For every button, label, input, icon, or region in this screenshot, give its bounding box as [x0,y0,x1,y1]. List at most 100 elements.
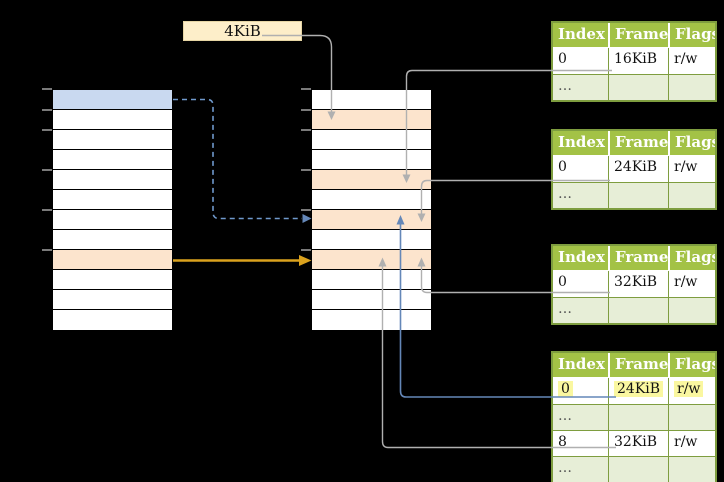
axis-tick [42,169,52,171]
axis-tick [301,169,311,171]
right-memory-column [311,89,432,331]
highlighted-value: 24KiB [614,381,664,397]
table-header-row: Index Frame Flags [553,353,715,378]
table-cell [668,183,715,208]
memory-cell [312,250,431,270]
memory-cell [53,310,172,330]
table-cell [668,405,715,430]
table-cell: … [558,460,573,476]
memory-cell [312,90,431,110]
axis-tick [301,249,311,251]
table-cell [608,75,668,100]
table-row: … [553,297,715,323]
highlighted-value: 0 [558,381,573,397]
memory-cell [53,90,172,110]
table-cell: 0 [558,51,567,67]
table-row: … [553,182,715,208]
memory-cell [53,230,172,250]
memory-cell [53,290,172,310]
table-header-cell: Frame [608,246,668,270]
page-table-4: Index Frame Flags 0 24KiB r/w … 8 32KiB … [551,351,717,482]
memory-cell [312,310,431,330]
table-header-cell: Frame [608,353,668,377]
table-header-cell: Index [558,133,605,151]
arrowhead-right [299,255,312,266]
memory-cell [312,110,431,130]
axis-tick [42,249,52,251]
table-header-cell: Flags [668,246,715,270]
memory-cell [312,290,431,310]
table-header-cell: Frame [608,131,668,155]
memory-cell [312,150,431,170]
table-cell: r/w [668,271,715,297]
page-size-label: 4KiB [183,21,302,41]
table-cell: r/w [668,378,715,404]
dashed-arrow-virtual-to-physical [173,98,302,220]
table-cell: … [558,301,573,317]
axis-tick [42,88,52,90]
table-cell: 8 [558,434,567,450]
table-cell [668,75,715,100]
table-cell: 24KiB [608,156,668,182]
axis-tick [301,129,311,131]
table-header-cell: Index [558,248,605,266]
table-row: … [553,74,715,100]
page-table-3: Index Frame Flags 0 32KiB r/w … [551,244,717,325]
table-cell [608,298,668,323]
table-cell [668,298,715,323]
table-cell [608,457,668,482]
axis-tick [42,129,52,131]
table-row: … [553,456,715,482]
memory-cell [53,130,172,150]
table-cell: 16KiB [608,48,668,74]
table-cell: r/w [668,156,715,182]
table-cell: 0 [558,274,567,290]
table-cell [608,405,668,430]
page-table-1: Index Frame Flags 0 16KiB r/w … [551,21,717,102]
table-header-cell: Flags [668,353,715,377]
memory-cell [53,270,172,290]
table-cell: r/w [668,431,715,456]
memory-cell [312,270,431,290]
table-cell [668,457,715,482]
table-cell: … [558,186,573,202]
table-cell: 32KiB [608,271,668,297]
memory-cell [312,130,431,150]
table-header-cell: Index [558,355,605,373]
axis-tick [301,109,311,111]
memory-cell [53,110,172,130]
memory-cell [53,170,172,190]
table-cell: 0 [558,159,567,175]
page-table-2: Index Frame Flags 0 24KiB r/w … [551,129,717,210]
axis-tick [301,209,311,211]
axis-tick [42,209,52,211]
table-row-highlighted: 0 24KiB r/w [553,378,715,404]
table-cell: 32KiB [608,431,668,456]
table-cell: r/w [668,48,715,74]
axis-tick [42,109,52,111]
table-row: 8 32KiB r/w [553,430,715,456]
memory-cell [312,190,431,210]
memory-cell [53,150,172,170]
table-cell: … [558,78,573,94]
table-header-cell: Index [558,25,605,43]
table-row: 0 24KiB r/w [553,156,715,182]
memory-cell [312,230,431,250]
table-header-row: Index Frame Flags [553,23,715,48]
memory-cell [312,210,431,230]
left-memory-column [52,89,173,331]
axis-tick [301,88,311,90]
table-header-cell: Flags [668,131,715,155]
memory-cell [53,210,172,230]
table-row: … [553,404,715,430]
table-header-cell: Frame [608,23,668,47]
table-header-cell: Flags [668,23,715,47]
memory-cell [53,250,172,270]
memory-cell [53,190,172,210]
table-header-row: Index Frame Flags [553,131,715,156]
table-cell [608,183,668,208]
table-cell: … [558,408,573,424]
table-cell: 24KiB [608,378,668,404]
memory-cell [312,170,431,190]
